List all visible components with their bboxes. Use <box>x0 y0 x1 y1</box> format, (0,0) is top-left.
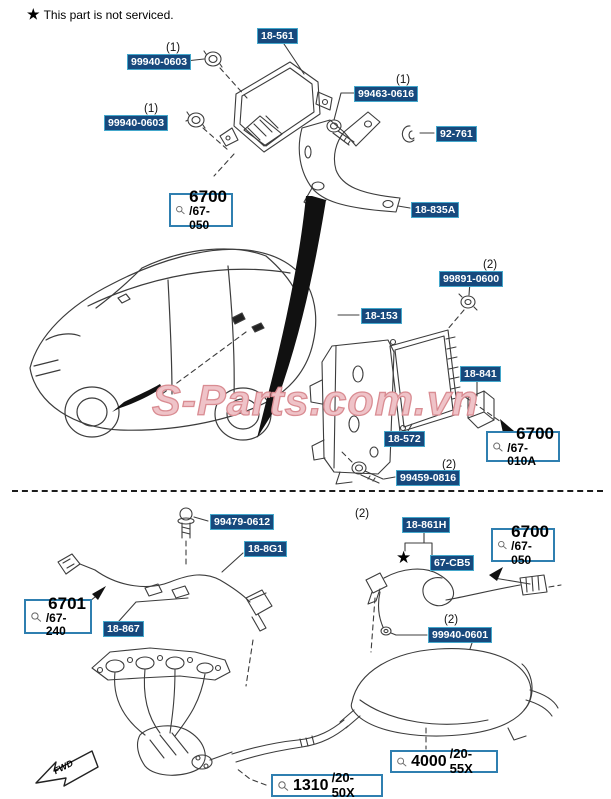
ref-code: 4000 <box>411 752 447 770</box>
fwd-arrow <box>35 750 99 787</box>
qty-2-c: (2) <box>355 508 370 520</box>
nut-drawing-b <box>186 111 206 129</box>
ref-box-6700-67-010A[interactable]: 6700/67-010A <box>486 425 560 468</box>
part-label-99940-0601[interactable]: 99940-0601 <box>428 627 493 644</box>
magnifier-icon <box>176 205 185 215</box>
muffler-drawing <box>231 630 559 763</box>
ecu-module-drawing <box>389 329 462 433</box>
leader-lines-bottom <box>89 516 562 786</box>
part-label-18-861H[interactable]: 18-861H <box>402 517 451 534</box>
part-label-18-561[interactable]: 18-561 <box>257 28 298 45</box>
keyless-module-drawing <box>219 61 333 153</box>
ref-box-6700-67-050-top[interactable]: 6700/67-050 <box>169 188 233 231</box>
star-icon: ★ <box>27 6 40 22</box>
not-serviced-text: This part is not serviced. <box>43 8 174 22</box>
ref-code: 6700 <box>516 423 554 443</box>
part-label-18-841[interactable]: 18-841 <box>460 366 501 383</box>
pointer-arrow-small <box>112 384 162 412</box>
part-label-99891-0600[interactable]: 99891-0600 <box>439 271 504 288</box>
magnifier-icon <box>498 540 507 550</box>
part-label-99459-0816[interactable]: 99459-0816 <box>396 470 461 487</box>
ref-code: 6701 <box>48 593 86 613</box>
qty-2-b: (2) <box>442 459 457 471</box>
part-label-99940-0603-b[interactable]: 99940-0603 <box>104 115 169 132</box>
ref-code: 6700 <box>511 522 549 542</box>
clip-drawing <box>401 125 415 143</box>
part-label-99463-0616[interactable]: 99463-0616 <box>354 86 419 103</box>
nut-drawing-a <box>203 50 223 68</box>
magnifier-icon <box>31 611 42 622</box>
bracket-mid-drawing <box>309 339 395 485</box>
rear-sensor-harness-drawing <box>365 568 548 653</box>
magnifier-icon <box>493 442 503 452</box>
bolt-drawing-top <box>326 119 355 146</box>
part-label-18-835A[interactable]: 18-835A <box>411 202 460 219</box>
not-serviced-note: ★This part is not serviced. <box>27 6 174 23</box>
ref-sub: /67-240 <box>45 610 67 638</box>
car-drawing <box>29 248 317 441</box>
part-label-18-8G1[interactable]: 18-8G1 <box>244 541 288 558</box>
ref-sub: /20-55X <box>449 746 473 776</box>
front-sensor-harness-drawing <box>57 553 273 687</box>
bolt-drawing-bottom <box>177 507 195 567</box>
leader-lines-top <box>161 43 514 480</box>
part-label-67-CB5[interactable]: 67-CB5 <box>430 555 475 572</box>
ref-sub: /67-050 <box>189 204 210 232</box>
part-label-18-867[interactable]: 18-867 <box>103 621 144 638</box>
ref-sub: /67-010A <box>507 440 536 468</box>
ref-sub: /67-050 <box>511 539 532 567</box>
bracket-top-drawing <box>298 111 401 213</box>
exhaust-manifold-drawing <box>91 647 233 776</box>
grommet-drawing <box>458 293 478 311</box>
bolt-drawing-mid <box>351 461 384 484</box>
star-marker: ★ <box>396 548 412 567</box>
part-label-99940-0603-a[interactable]: 99940-0603 <box>127 54 192 71</box>
qty-1-b: (1) <box>144 103 159 115</box>
ref-box-6700-67-050-bottom[interactable]: 6700/67-050 <box>491 523 555 566</box>
watermark: S-Parts.com.vn <box>151 376 480 425</box>
relay-drawing <box>467 390 495 429</box>
qty-1-a: (1) <box>166 42 181 54</box>
ref-box-6701-67-240[interactable]: 6701/67-240 <box>24 595 92 638</box>
ref-code: 1310 <box>292 776 329 794</box>
ref-box-1310-20-50X[interactable]: 1310/20-50X <box>271 770 383 799</box>
magnifier-icon <box>278 780 289 791</box>
part-label-92-761[interactable]: 92-761 <box>436 126 477 143</box>
section-divider <box>12 490 603 492</box>
part-label-18-572[interactable]: 18-572 <box>384 431 425 448</box>
qty-2-d: (2) <box>444 614 459 626</box>
magnifier-icon <box>397 757 407 767</box>
part-label-99479-0612[interactable]: 99479-0612 <box>210 514 275 531</box>
ref-sub: /20-50X <box>331 770 355 799</box>
part-label-18-153[interactable]: 18-153 <box>361 308 402 325</box>
qty-1-c: (1) <box>396 74 411 86</box>
ref-code: 6700 <box>189 187 227 207</box>
pointer-arrow-large <box>257 196 326 438</box>
qty-2-a: (2) <box>483 259 498 271</box>
ref-box-4000-20-55X[interactable]: 4000/20-55X <box>390 746 498 776</box>
